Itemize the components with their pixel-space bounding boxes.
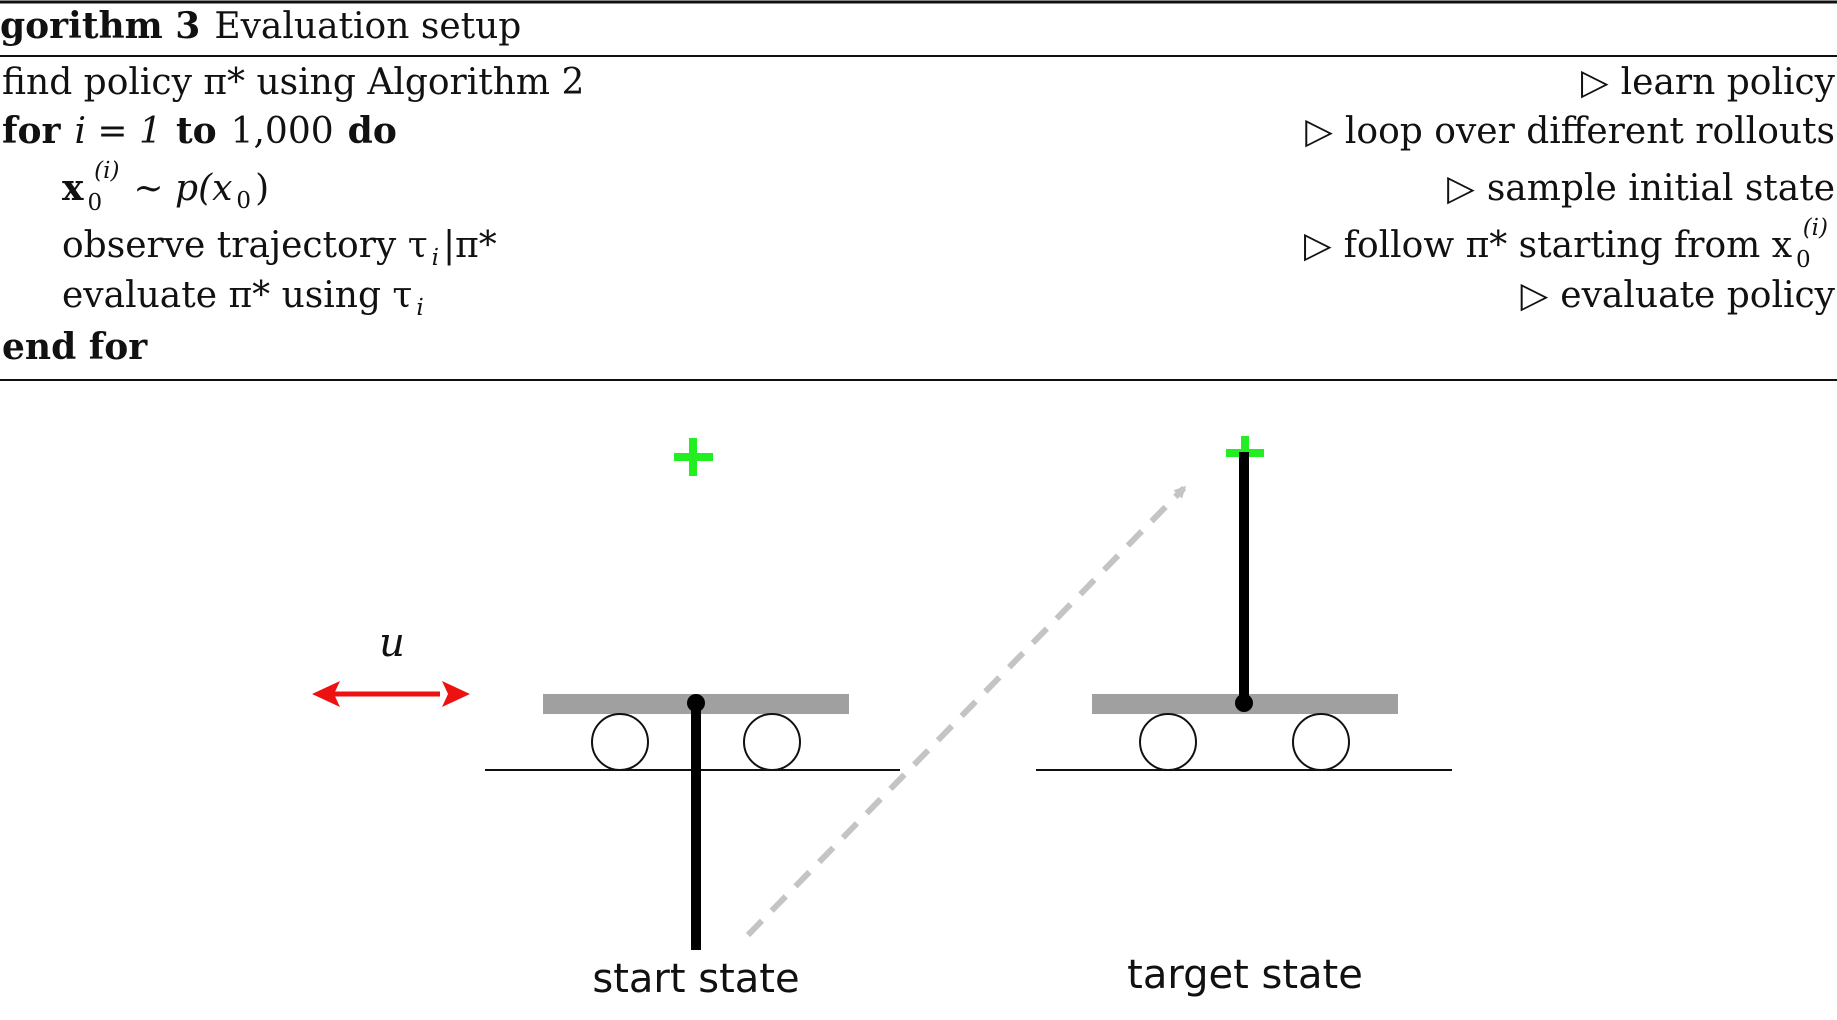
algorithm-line-3: x 0 (i) ∼ p(x 0 )	[62, 158, 269, 216]
control-arrow	[312, 681, 470, 707]
start-cart-wheel-right	[743, 713, 801, 771]
start-pendulum-pivot	[687, 694, 705, 712]
algorithm-comment-1: ▷ learn policy	[1581, 62, 1836, 103]
algorithm-comment-5: ▷ evaluate policy	[1521, 275, 1836, 316]
algorithm-line-1: find policy π* using Algorithm 2	[2, 62, 584, 103]
cartpole-figure: u start state	[312, 436, 1452, 1002]
start-state-cart	[485, 694, 900, 950]
target-pendulum-pivot	[1235, 694, 1253, 712]
control-label: u	[379, 620, 405, 666]
start-cart-wheel-left	[591, 713, 649, 771]
algorithm-header: gorithm 3 Evaluation setup	[0, 5, 521, 47]
target-cart-wheel-right	[1292, 713, 1350, 771]
algorithm-comment-3: ▷ sample initial state	[1447, 168, 1835, 209]
algorithm-comment-4: ▷ follow π* starting from x 0 (i)	[1304, 215, 1828, 273]
algorithm-line-2: for i = 1 to 1,000 do	[2, 110, 397, 152]
algorithm-line-5: evaluate π* using τ i	[62, 275, 424, 321]
algorithm-line-4: observe trajectory τ i |π*	[62, 225, 497, 271]
transition-arrow	[745, 485, 1187, 938]
target-cart-wheel-left	[1139, 713, 1197, 771]
start-state-label: start state	[592, 956, 799, 1002]
algorithm-block: gorithm 3 Evaluation setup find policy π…	[0, 0, 1837, 381]
algorithm-comment-2: ▷ loop over different rollouts	[1305, 111, 1835, 152]
algorithm-line-6: end for	[2, 326, 148, 368]
start-target-marker-icon	[674, 438, 713, 476]
target-state-label: target state	[1127, 952, 1363, 998]
